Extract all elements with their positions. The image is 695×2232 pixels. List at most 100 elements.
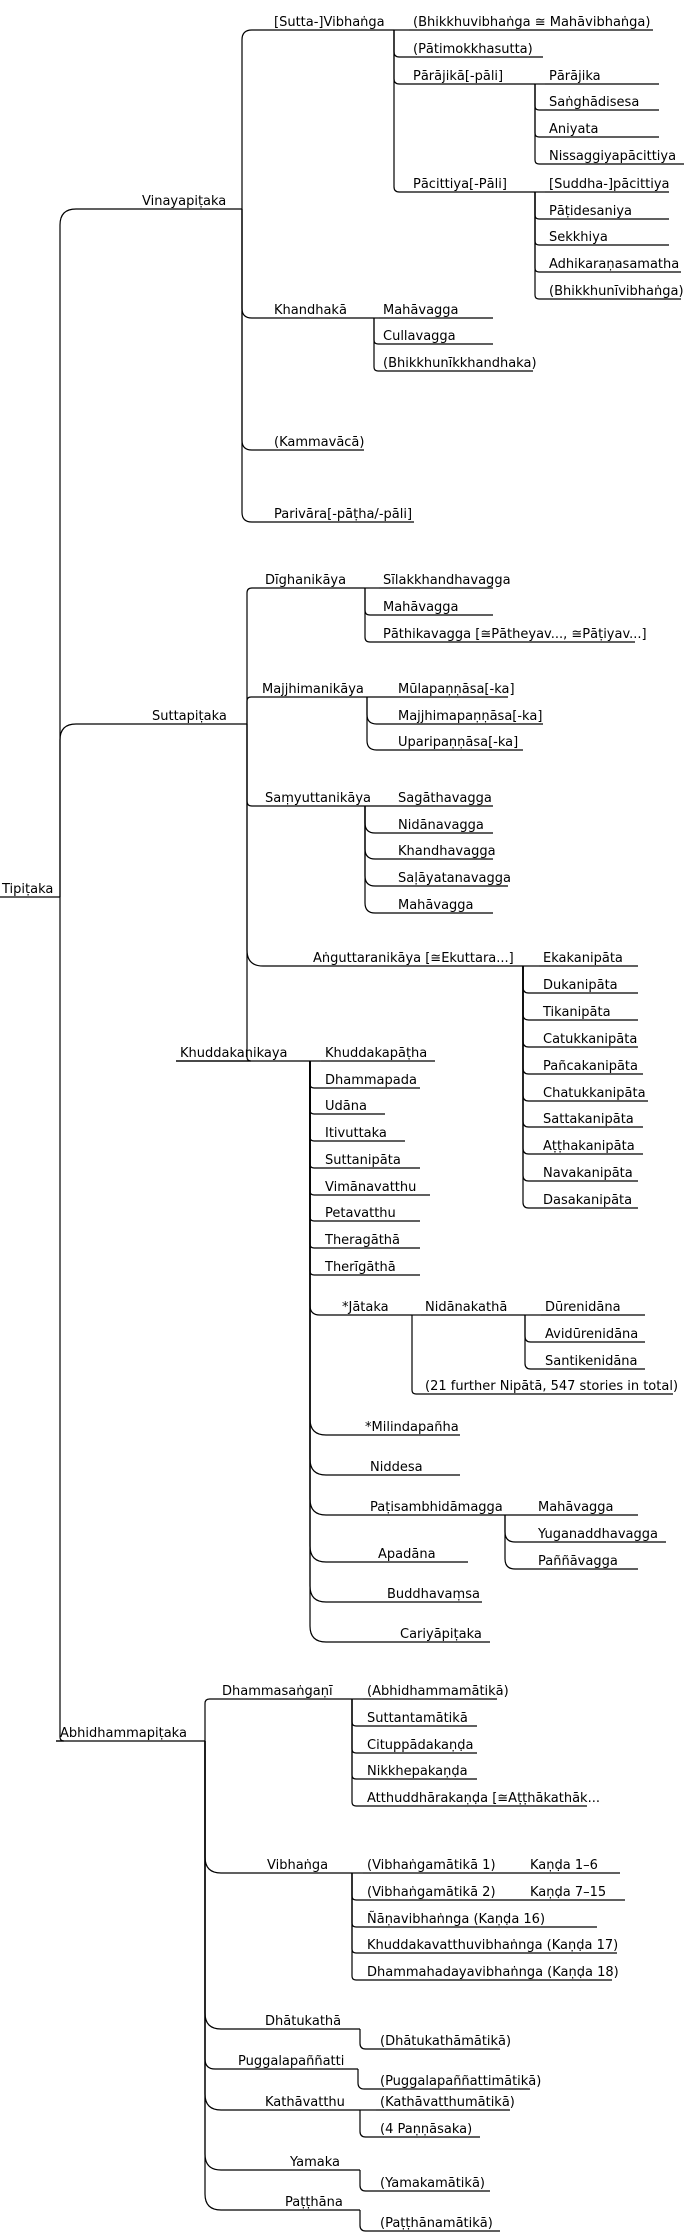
tree-node-dhammahadayavibhannga-kanda-18: Dhammahadayavibhaṅnga (Kaṇḍa 18) [363, 1965, 619, 1981]
node-label: Atthuddhārakaṇḍa [≅Aṭṭhākathāk... [367, 1791, 600, 1806]
tree-node-adhikaranasamatha: Adhikaraṇasamatha [545, 257, 681, 273]
tree-connector [364, 806, 394, 887]
tree-connector [534, 84, 545, 165]
tree-node-ekakanipata: Ekakanipāta [539, 951, 638, 967]
node-label: Apadāna [378, 1547, 436, 1562]
node-label: (Kammavācā) [274, 435, 364, 450]
tree-connector [246, 724, 261, 807]
node-label: (Abhidhammamātikā) [367, 1684, 509, 1699]
tree-node-abhidhammamatika: (Abhidhammamātikā) [363, 1684, 509, 1700]
tree-node-atthakanipata: Aṭṭhakanipāta [539, 1139, 643, 1155]
tree-connector [366, 697, 394, 725]
tree-node-vinayapitaka: Vinayapiṭaka [138, 194, 242, 210]
tree-connector [204, 1741, 261, 2030]
tree-connector [522, 966, 539, 1048]
tree-node-kathavatthumatika: (Kathāvatthumātikā) [376, 2095, 515, 2111]
tree-node-bhikkhuvibhanga-mahavibhanga: (Bhikkhuvibhaṅga ≅ Mahāvibhaṅga) [409, 15, 653, 31]
tree-node-pancakanipata: Pañcakanipāta [539, 1059, 643, 1075]
tree-node-yuganaddhavagga: Yuganaddhavagga [534, 1527, 666, 1543]
node-label: Adhikaraṇasamatha [549, 257, 679, 272]
tree-node-mahavagga: Mahāvagga [379, 600, 493, 616]
node-label: Catukkanipāta [543, 1032, 637, 1047]
node-label: Sekkhiya [549, 230, 608, 245]
tree-node-vimanavatthu: Vimānavatthu [321, 1180, 430, 1196]
tree-connector [359, 2170, 376, 2192]
node-label: Parivāra[-pāṭha/-pāli] [274, 507, 412, 522]
tree-node-dhammapada: Dhammapada [321, 1073, 420, 1089]
tree-connector [246, 724, 309, 967]
node-label: (4 Paṇṇāsaka) [380, 2122, 472, 2137]
node-label: Suttanipāta [325, 1153, 401, 1168]
node-label: Khandhakā [274, 303, 347, 318]
node-label: Khuddakanikaya [180, 1046, 288, 1061]
tree-connector [351, 1873, 363, 1981]
tree-node-nissaggiyapacittiya: Nissaggiyapācittiya [545, 149, 684, 165]
tree-node-jataka: *Jātaka [338, 1300, 412, 1316]
tree-node-kathavatthu: Kathāvatthu [261, 2095, 360, 2111]
node-label: Ñāṇavibhaṅnga (Kaṇḍa 16) [367, 1911, 545, 1927]
node-label: Saḷāyatanavagga [398, 871, 511, 886]
tree-node-khuddakanikaya: Khuddakanikaya [176, 1046, 310, 1062]
tree-node-21-further-nipata-547-stories-in-total: (21 further Nipātā, 547 stories in total… [421, 1379, 678, 1395]
node-label: (Bhikkhunīvibhaṅga) [549, 284, 684, 299]
tree-node-patisambhidamagga: Paṭisambhidāmagga [366, 1500, 505, 1516]
tree-node-parajika-pali: Pārājikā[-pāli] [409, 69, 535, 85]
node-label: Dhātukathā [265, 2014, 341, 2029]
node-label: Pāṭidesaniya [549, 204, 632, 219]
node-label: Sīlakkhandhavagga [383, 573, 511, 588]
node-label: Nikkhepakaṇḍa [367, 1764, 468, 1779]
node-label: Vimānavatthu [325, 1180, 416, 1195]
node-label: Tikanipāta [542, 1005, 611, 1020]
tree-connector [56, 897, 65, 1742]
tree-node-cituppadakanda: Cituppādakaṇḍa [363, 1738, 477, 1754]
node-label: Navakanipāta [543, 1166, 633, 1181]
tree-node-pathikavagga-patheyav-patiyav: Pāthikavagga [≅Pātheyav..., ≅Pāṭiyav...] [379, 627, 647, 643]
node-label: Mahāvagga [398, 898, 474, 913]
tree-node-nidanavagga: Nidānavagga [394, 818, 493, 834]
node-label: Puggalapaññatti [238, 2054, 344, 2069]
tree-node-salayatanavagga: Saḷāyatanavagga [394, 871, 511, 887]
node-label: Saṃyuttanikāya [265, 791, 371, 806]
tree-connector [204, 1741, 281, 2211]
node-label: Sagāthavagga [398, 791, 492, 806]
tree-connector [393, 30, 409, 58]
tree-connector [241, 209, 270, 523]
node-label: Uparipaṇṇāsa[-ka] [398, 735, 518, 750]
node-label: Nidānakathā [425, 1300, 507, 1315]
tree-connector [373, 318, 379, 372]
tree-node-puggalapannattimatika: (Puggalapaññattimātikā) [376, 2074, 541, 2090]
tree-connector [534, 192, 545, 300]
node-label: Kathāvatthu [265, 2095, 345, 2110]
tree-node-sagathavagga: Sagāthavagga [394, 791, 493, 807]
node-label: Dīghanikāya [265, 573, 346, 588]
tree-connector [522, 966, 539, 994]
tree-connector [246, 587, 261, 724]
node-label: Pārājika [549, 69, 601, 84]
node-label: [Suddha-]pācittiya [549, 177, 669, 192]
tree-connector [504, 1515, 534, 1570]
node-label: Pañcakanipāta [543, 1059, 638, 1074]
node-label: Yuganaddhavagga [537, 1527, 658, 1542]
node-label: Santikenidāna [545, 1354, 638, 1369]
tree-node-cullavagga: Cullavagga [379, 329, 493, 345]
tree-connector [309, 1061, 321, 1089]
node-label: Dhammahadayavibhaṅnga (Kaṇḍa 18) [367, 1965, 619, 1980]
tree-connector [504, 1515, 534, 1543]
tree-connector [364, 806, 394, 834]
node-label: Mūlapaṇṇāsa[-ka] [398, 682, 515, 697]
node-label: Vinayapiṭaka [142, 194, 226, 209]
tree-node-petavatthu: Petavatthu [321, 1206, 420, 1222]
tree-node-khandhaka: Khandhakā [270, 303, 374, 319]
tree-node-khandhavagga: Khandhavagga [394, 844, 496, 860]
tree-node-patthana: Paṭṭhāna [281, 2195, 360, 2211]
tree-node-kammavaca: (Kammavācā) [270, 435, 364, 451]
tree-connector [366, 697, 394, 751]
tree-node-majjhimapannasa-ka: Majjhimapaṇṇāsa[-ka] [394, 709, 543, 725]
node-label: Nidānavagga [398, 818, 484, 833]
node-label: Yamaka [289, 2155, 340, 2170]
tree-node-yamaka: Yamaka [286, 2155, 360, 2171]
node-label: Dhammasaṅgaṇī [222, 1684, 333, 1699]
tree-connector [364, 806, 394, 914]
tree-node-pannavagga: Paññāvagga [534, 1554, 638, 1570]
node-label: (Pātimokkhasutta) [413, 42, 533, 57]
